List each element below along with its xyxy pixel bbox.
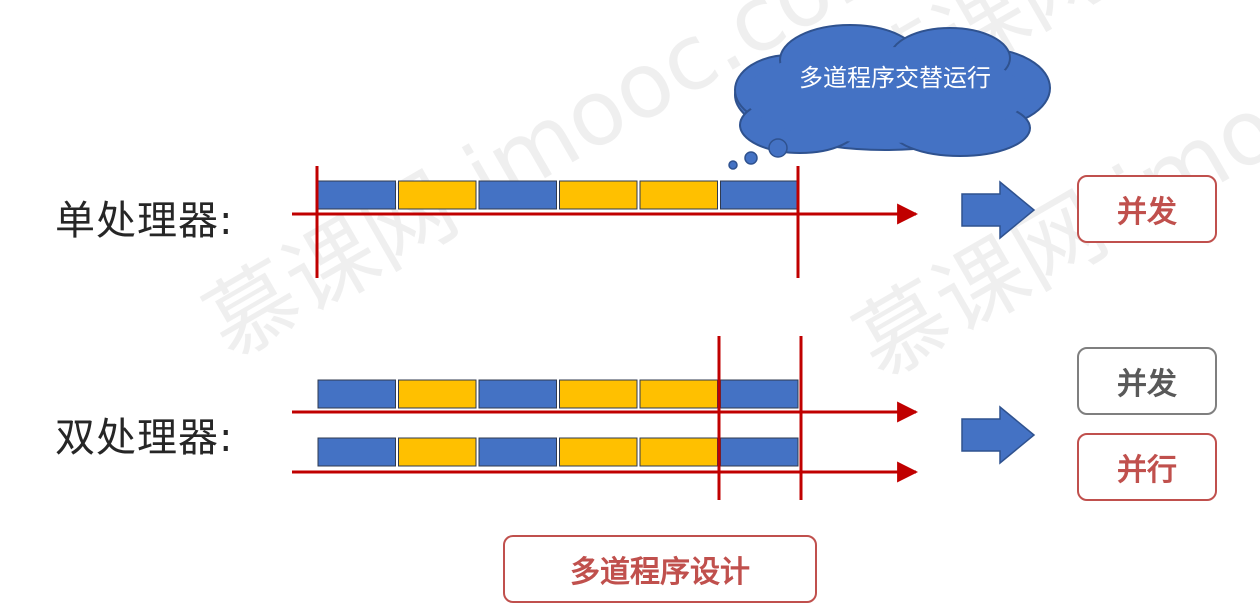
program-a-segment	[720, 379, 799, 409]
cloud-text: 多道程序交替运行	[799, 64, 991, 92]
program-a-segment	[317, 437, 396, 467]
program-b-segment	[398, 379, 477, 409]
dual-processor-timeline-1	[317, 379, 799, 409]
program-a-segment	[720, 437, 799, 467]
program-a-segment	[478, 379, 557, 409]
program-a-segment	[720, 180, 799, 210]
concurrent-box-single: 并发	[1077, 175, 1217, 243]
concurrent-box-dual: 并发	[1077, 347, 1217, 415]
program-b-segment	[639, 437, 718, 467]
program-a-segment	[317, 379, 396, 409]
right-arrow-icon	[961, 405, 1036, 465]
dual-processor-label: 双处理器:	[55, 415, 234, 461]
program-a-segment	[478, 180, 557, 210]
program-b-segment	[398, 180, 477, 210]
program-a-segment	[317, 180, 396, 210]
dual-processor-timeline-2	[317, 437, 799, 467]
multiprogramming-box: 多道程序设计	[503, 535, 817, 603]
program-a-segment	[478, 437, 557, 467]
program-b-segment	[639, 379, 718, 409]
program-b-segment	[559, 180, 638, 210]
program-b-segment	[559, 379, 638, 409]
single-processor-label: 单处理器:	[55, 198, 234, 244]
right-arrow-icon	[961, 180, 1036, 240]
program-b-segment	[559, 437, 638, 467]
single-processor-timeline	[317, 180, 799, 210]
program-b-segment	[398, 437, 477, 467]
program-b-segment	[639, 180, 718, 210]
parallel-box-dual: 并行	[1077, 433, 1217, 501]
cloud-callout	[728, 24, 1051, 170]
